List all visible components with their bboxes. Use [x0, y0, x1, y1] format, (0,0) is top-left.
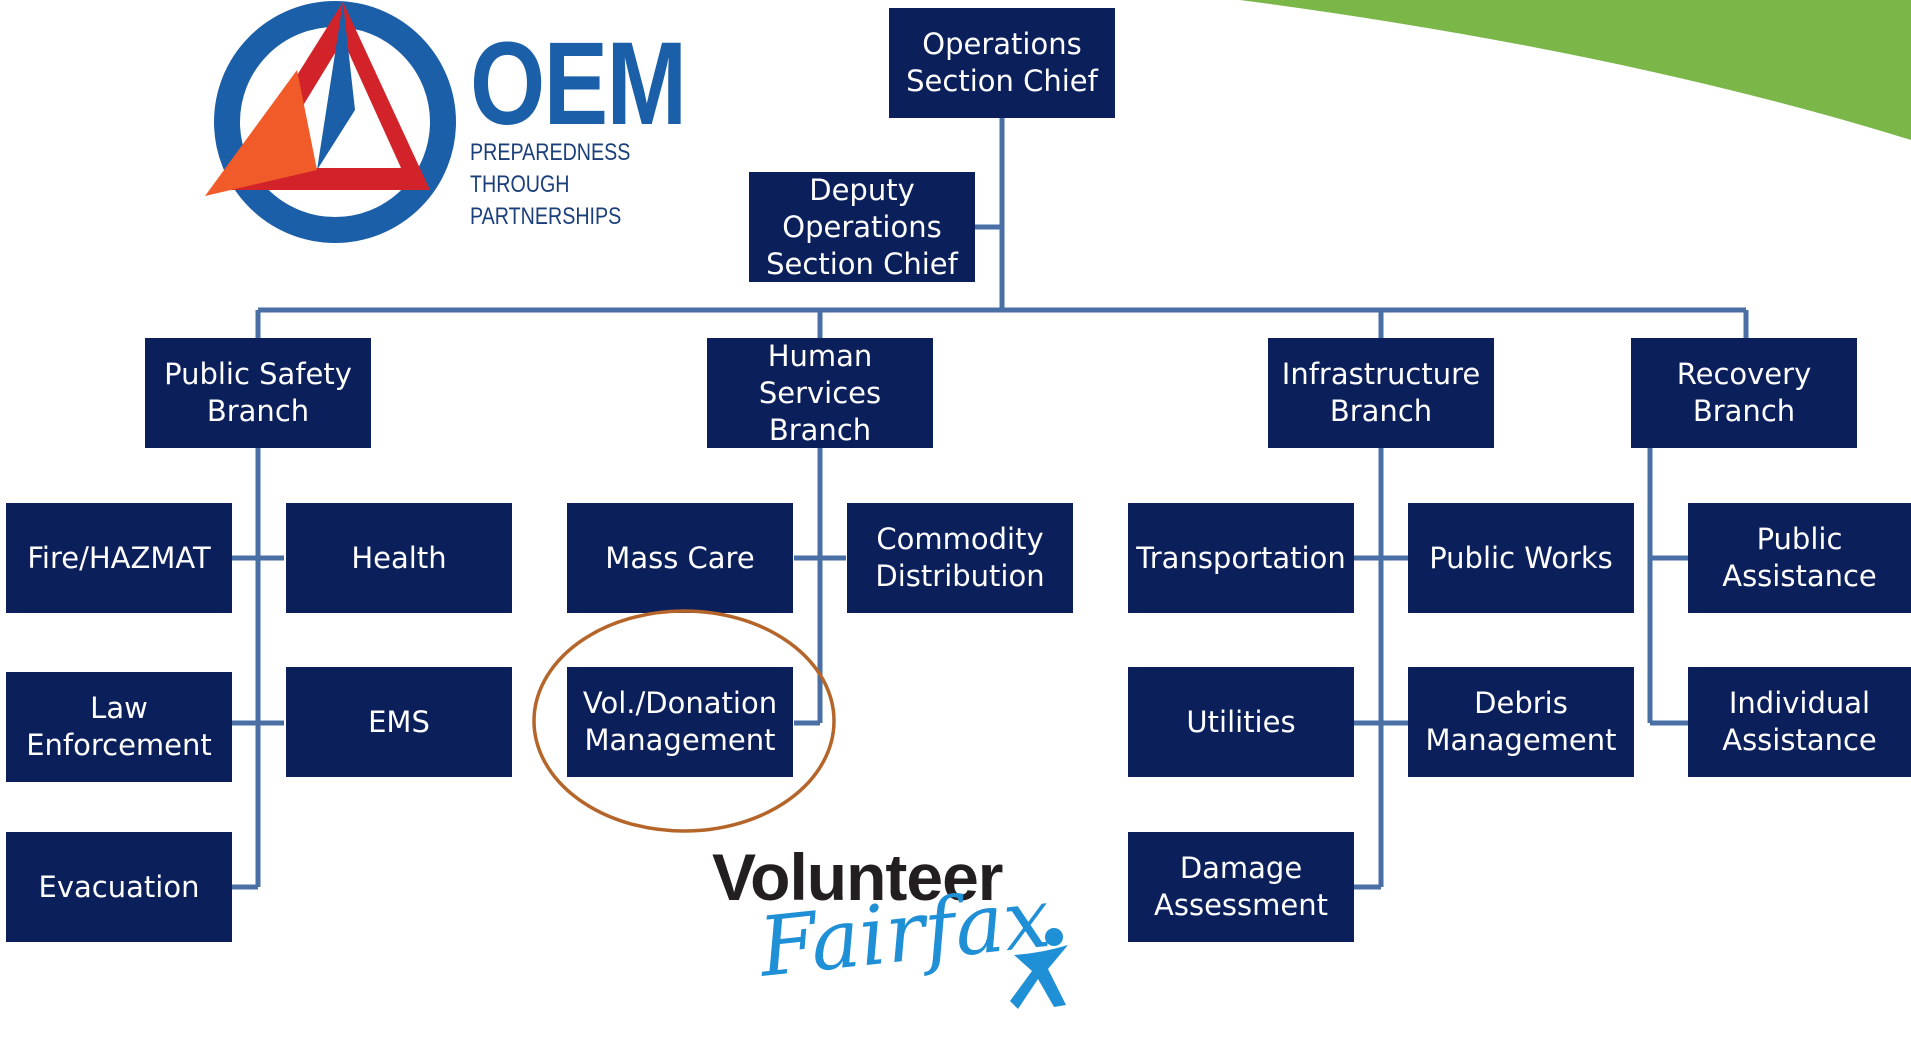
unit-public-works-label: Public Works: [1429, 540, 1613, 575]
unit-commodity-distribution-box: Commodity Distribution: [847, 503, 1073, 613]
volunteer-person-icon: [1010, 928, 1068, 1009]
green-accent-arc: [1240, 0, 1911, 140]
tagline-line-2: THROUGH: [470, 171, 570, 198]
tagline-line-3: PARTNERSHIPS: [470, 203, 622, 230]
infrastructure-branch-label: Infrastructure Branch: [1281, 357, 1481, 428]
unit-evacuation-box: Evacuation: [6, 832, 232, 942]
unit-public-works-box: Public Works: [1408, 503, 1634, 613]
unit-transportation-label: Transportation: [1136, 540, 1346, 575]
volunteer-fairfax-logo-line1: Volunteer: [712, 840, 1003, 914]
tagline-line-1: PREPAREDNESS: [470, 139, 631, 166]
unit-health-label: Health: [351, 540, 447, 575]
unit-debris-management-box: Debris Management: [1408, 667, 1634, 777]
oem-wordmark: OEM: [470, 18, 687, 150]
unit-mass-care-label: Mass Care: [605, 540, 755, 575]
unit-public-assistance-label: Public Assistance: [1722, 522, 1877, 593]
recovery-branch-box: Recovery Branch: [1631, 338, 1857, 448]
unit-evacuation-label: Evacuation: [38, 869, 200, 904]
unit-individual-assistance-box: Individual Assistance: [1688, 667, 1911, 777]
unit-public-assistance-box: Public Assistance: [1688, 503, 1911, 613]
public-safety-branch-label: Public Safety Branch: [164, 357, 352, 428]
highlight-ring: [532, 609, 836, 833]
unit-debris-management-label: Debris Management: [1425, 686, 1617, 757]
unit-utilities-label: Utilities: [1186, 704, 1296, 739]
unit-commodity-distribution-label: Commodity Distribution: [875, 522, 1045, 593]
unit-damage-assessment-box: Damage Assessment: [1128, 832, 1354, 942]
unit-damage-assessment-label: Damage Assessment: [1154, 851, 1328, 922]
unit-fire-hazmat-box: Fire/HAZMAT: [6, 503, 232, 613]
unit-vol-donation-management-box: Vol./Donation Management: [567, 667, 793, 777]
unit-mass-care-box: Mass Care: [567, 503, 793, 613]
unit-health-box: Health: [286, 503, 512, 613]
recovery-branch-label: Recovery Branch: [1676, 357, 1812, 428]
unit-law-enforcement-label: Law Enforcement: [26, 691, 212, 762]
public-safety-branch-box: Public Safety Branch: [145, 338, 371, 448]
unit-law-enforcement-box: Law Enforcement: [6, 672, 232, 782]
unit-vol-donation-management-label: Vol./Donation Management: [582, 686, 778, 757]
operations-section-chief-box: Operations Section Chief: [889, 8, 1115, 118]
human-services-branch-label: Human Services Branch: [758, 338, 882, 447]
unit-individual-assistance-label: Individual Assistance: [1722, 686, 1877, 757]
unit-fire-hazmat-label: Fire/HAZMAT: [27, 540, 211, 575]
unit-utilities-box: Utilities: [1128, 667, 1354, 777]
human-services-branch-box: Human Services Branch: [707, 338, 933, 448]
unit-ems-box: EMS: [286, 667, 512, 777]
operations-section-chief-label: Operations Section Chief: [906, 27, 1098, 98]
infrastructure-branch-box: Infrastructure Branch: [1268, 338, 1494, 448]
deputy-operations-section-chief-label: Deputy Operations Section Chief: [766, 172, 958, 281]
unit-transportation-box: Transportation: [1128, 503, 1354, 613]
deputy-operations-section-chief-box: Deputy Operations Section Chief: [749, 172, 975, 282]
oem-seal-logo: [205, 1, 456, 243]
unit-ems-label: EMS: [368, 704, 430, 739]
